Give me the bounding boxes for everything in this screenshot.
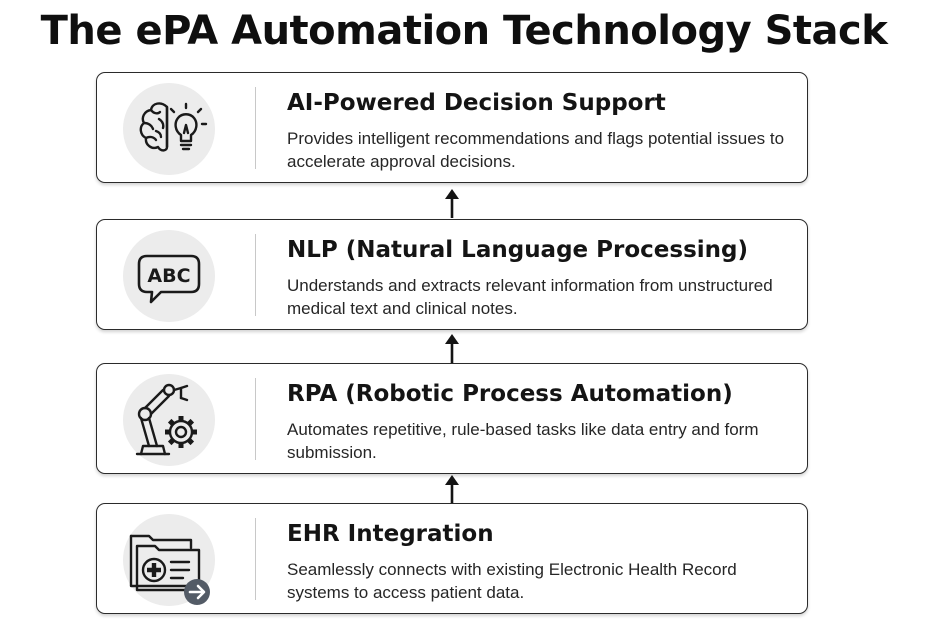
icon-badge: ABC [123,230,215,322]
layer-card-ehr-integration: EHR Integration Seamlessly connects with… [96,503,808,614]
divider [255,234,256,316]
layer-title: AI-Powered Decision Support [287,90,666,116]
arrow-up-icon [445,189,459,218]
icon-badge [123,83,215,175]
speech-bubble-abc-icon: ABC [137,254,201,304]
layer-title: EHR Integration [287,521,494,547]
icon-badge [123,374,215,466]
layer-description: Provides intelligent recommendations and… [287,129,785,171]
brain-lightbulb-icon [139,102,208,152]
page-title: The ePA Automation Technology Stack [40,8,888,54]
arrow-up-icon [445,334,459,363]
layer-card-nlp: ABC NLP (Natural Language Processing) Un… [96,219,808,330]
layer-title: NLP (Natural Language Processing) [287,237,748,263]
divider [255,518,256,600]
arrow-up-icon [445,475,459,504]
robotic-arm-gear-icon [135,383,197,456]
layer-card-ai-decision-support: AI-Powered Decision Support Provides int… [96,72,808,183]
layer-description: Understands and extracts relevant inform… [287,276,773,318]
divider [255,87,256,169]
icon-text: ABC [147,265,190,287]
layer-card-rpa: RPA (Robotic Process Automation) Automat… [96,363,808,474]
icon-badge [123,514,215,606]
layer-description: Seamlessly connects with existing Electr… [287,560,737,602]
layer-title: RPA (Robotic Process Automation) [287,381,733,407]
medical-folder-arrow-icon [129,534,210,605]
layer-description: Automates repetitive, rule-based tasks l… [287,420,759,462]
divider [255,378,256,460]
